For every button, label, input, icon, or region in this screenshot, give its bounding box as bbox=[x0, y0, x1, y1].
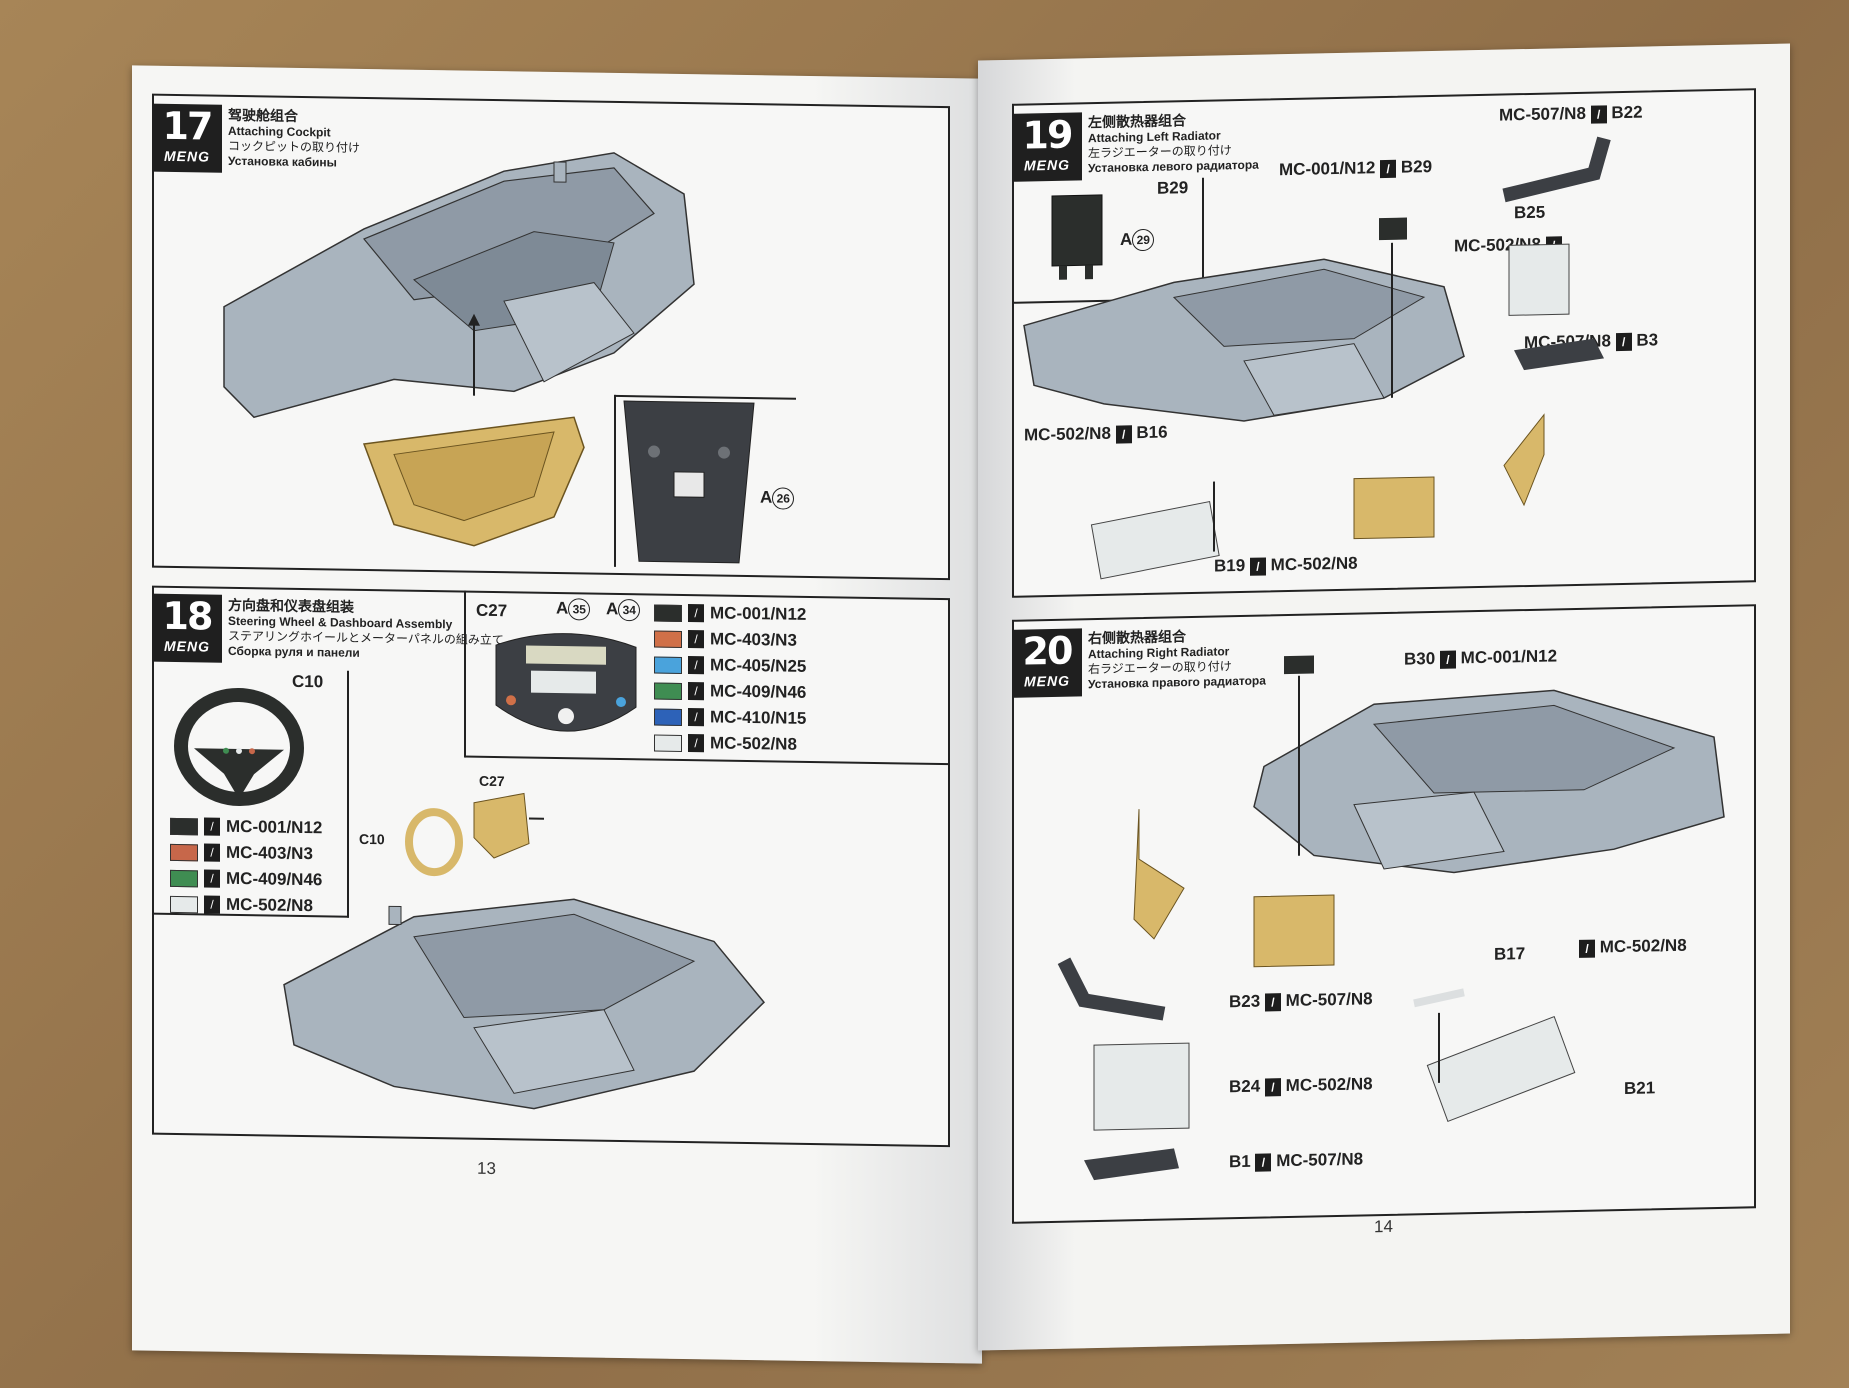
paint-brush-icon: / bbox=[1590, 105, 1607, 124]
brand-logo: MENG bbox=[1024, 156, 1070, 174]
legend-row: / MC-502/N8 bbox=[654, 730, 806, 758]
tan-wheel-dash-illustration bbox=[405, 792, 544, 877]
part-label-b21: B21 bbox=[1624, 1078, 1656, 1098]
radiator-parts-19 bbox=[1090, 136, 1611, 580]
step-18-titles: 方向盘和仪表盘组装 Steering Wheel & Dashboard Ass… bbox=[228, 595, 504, 663]
page-number-left: 13 bbox=[477, 1158, 496, 1179]
dashboard-illustration bbox=[495, 633, 637, 732]
left-page: 17 MENG 驾驶舱组合 Attaching Cockpit コックピットの取… bbox=[132, 65, 982, 1364]
paint-brush-icon: / bbox=[204, 895, 220, 914]
step-19-badge: 19 MENG bbox=[1012, 112, 1082, 182]
paint-brush-icon: / bbox=[688, 682, 704, 701]
step-number: 18 bbox=[162, 593, 212, 639]
legend-row: / MC-405/N25 bbox=[654, 652, 806, 680]
paint-brush-icon: / bbox=[688, 630, 704, 649]
paint-code: MC-409/N46 bbox=[710, 681, 807, 702]
color-swatch bbox=[170, 843, 198, 861]
cockpit-seat-illustration bbox=[362, 313, 585, 547]
step-number: 17 bbox=[162, 103, 212, 149]
brand-logo: MENG bbox=[164, 147, 210, 165]
paint-code: MC-405/N25 bbox=[710, 655, 807, 676]
paint-brush-icon: / bbox=[688, 656, 704, 675]
legend-row: / MC-403/N3 bbox=[170, 839, 322, 867]
color-swatch bbox=[654, 708, 682, 726]
paint-code: MC-001/N12 bbox=[226, 816, 323, 838]
monocoque-illustration bbox=[223, 152, 695, 419]
paint-brush-icon: / bbox=[204, 817, 220, 836]
paint-brush-icon: / bbox=[688, 734, 704, 753]
color-swatch bbox=[170, 869, 198, 887]
color-swatch bbox=[170, 817, 198, 835]
circled-number: 35 bbox=[568, 598, 591, 621]
b29-part-illustration bbox=[1051, 194, 1103, 280]
legend-row: / MC-409/N46 bbox=[654, 678, 806, 706]
part-label-c27: C27 bbox=[476, 600, 508, 621]
step-18-header: 18 MENG 方向盘和仪表盘组装 Steering Wheel & Dashb… bbox=[152, 593, 504, 668]
paint-code: MC-502/N8 bbox=[710, 733, 797, 754]
color-swatch bbox=[654, 734, 682, 752]
radiator-parts-20 bbox=[1057, 655, 1576, 1181]
part-label-c10-small: C10 bbox=[359, 830, 385, 848]
page-number-right: 14 bbox=[1374, 1216, 1393, 1237]
paint-brush-icon: / bbox=[688, 708, 704, 727]
step-number: 19 bbox=[1022, 112, 1072, 158]
steering-wheel-illustration bbox=[174, 687, 304, 807]
paint-code: MC-403/N3 bbox=[710, 629, 797, 650]
paint-brush-icon: / bbox=[204, 843, 220, 862]
paint-brush-icon: / bbox=[688, 604, 704, 623]
legend-row: / MC-403/N3 bbox=[654, 626, 806, 654]
step-17-badge: 17 MENG bbox=[152, 103, 222, 173]
paint-code: MC-403/N3 bbox=[226, 842, 313, 864]
wheel-inset: C10 /MC-001/N12 /MC-403/N3 /MC-409/N46 /… bbox=[152, 667, 349, 918]
step-20-panel: 20 MENG 右侧散热器组合 Attaching Right Radiator… bbox=[1012, 604, 1756, 1224]
brand-logo: MENG bbox=[164, 637, 210, 655]
color-swatch bbox=[654, 682, 682, 700]
legend-row: / MC-410/N15 bbox=[654, 704, 806, 732]
paint-code: MC-001/N12 bbox=[710, 603, 807, 624]
chassis-illustration-18 bbox=[283, 898, 766, 1110]
color-swatch bbox=[654, 630, 682, 648]
color-swatch bbox=[654, 656, 682, 674]
circled-number: 34 bbox=[618, 598, 641, 622]
right-page: 19 MENG 左侧散热器组合 Attaching Left Radiator … bbox=[978, 43, 1790, 1351]
circled-number: 26 bbox=[772, 487, 795, 510]
step-18-badge: 18 MENG bbox=[152, 593, 222, 663]
chassis-illustration-19 bbox=[1023, 258, 1465, 422]
step-19-panel: 19 MENG 左侧散热器组合 Attaching Left Radiator … bbox=[1012, 88, 1756, 598]
color-swatch bbox=[170, 895, 198, 913]
step-18-panel: 18 MENG 方向盘和仪表盘组装 Steering Wheel & Dashb… bbox=[152, 585, 950, 1148]
cockpit-floor-detail bbox=[623, 400, 755, 564]
color-swatch bbox=[654, 604, 682, 622]
chassis-illustration-20 bbox=[1253, 689, 1725, 874]
paint-code: MC-410/N15 bbox=[710, 707, 807, 728]
legend-row: / MC-001/N12 bbox=[654, 600, 806, 628]
legend-row: / MC-001/N12 bbox=[170, 813, 322, 841]
dashboard-paint-legend: / MC-001/N12 / MC-403/N3 / MC-405/N25 / MC-4… bbox=[654, 600, 806, 758]
part-label-c27-small: C27 bbox=[479, 772, 505, 790]
paint-brush-icon: / bbox=[204, 869, 220, 888]
step-17-panel: 17 MENG 驾驶舱组合 Attaching Cockpit コックピットの取… bbox=[152, 93, 950, 581]
